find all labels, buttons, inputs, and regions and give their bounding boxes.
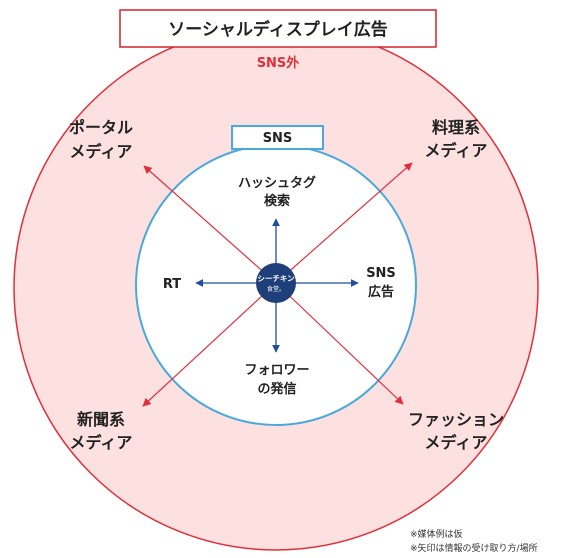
center-logo: シーチキン 食堂。 <box>256 263 296 303</box>
media-cooking-line1: 料理系 <box>432 118 480 137</box>
logo-line1: シーチキン <box>257 274 295 283</box>
title-box <box>119 9 437 48</box>
media-portal-line1: ポータル <box>69 118 133 137</box>
media-fashion-line1: ファッション <box>408 410 504 429</box>
arrow-fashion <box>275 282 404 405</box>
inner-rt: RT <box>163 277 181 292</box>
media-cooking-line2: メディア <box>425 141 488 160</box>
title: ソーシャルディスプレイ広告 <box>168 19 387 40</box>
inner-hashtag-line1: ハッシュタグ <box>238 175 316 191</box>
media-fashion-line2: メディア <box>425 433 488 452</box>
inner-followers-line1: フォロワー <box>244 363 309 378</box>
inner-sns-ad-line2: 広告 <box>368 284 394 300</box>
note-2: ※矢印は情報の受け取り方/場所 <box>410 542 538 554</box>
logo-line2: 食堂。 <box>267 285 285 293</box>
outer-label: SNS外 <box>257 55 300 71</box>
inner-hashtag-line2: 検索 <box>264 193 290 209</box>
sns-tab-label: SNS <box>263 131 293 146</box>
arrow-newspaper <box>142 282 277 407</box>
sns-tab <box>231 125 324 150</box>
inner-sns-ad-line1: SNS <box>366 266 396 281</box>
arrow-portal <box>143 165 277 284</box>
media-newspaper-line1: 新聞系 <box>77 410 125 429</box>
media-newspaper-line2: メディア <box>70 433 133 452</box>
note-1: ※媒体例は仮 <box>410 528 463 540</box>
inner-followers-line2: の発信 <box>257 381 296 397</box>
media-portal-line2: メディア <box>70 142 133 161</box>
arrow-cooking <box>275 162 413 284</box>
